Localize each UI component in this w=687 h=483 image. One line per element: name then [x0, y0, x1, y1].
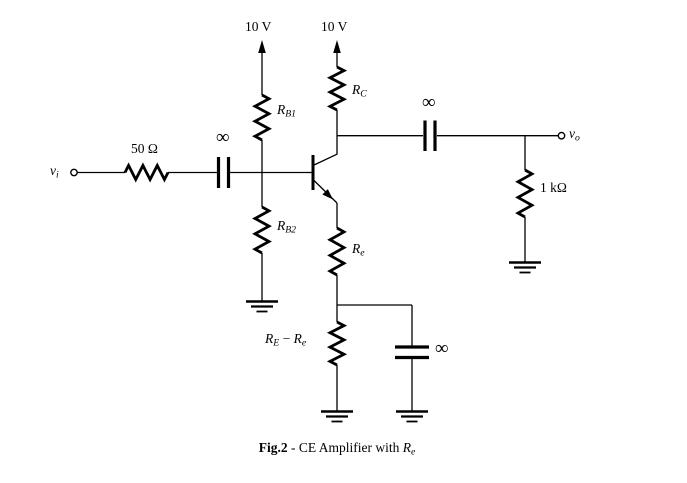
- npn-transistor: [311, 153, 338, 204]
- vcc-arrow-left: [258, 40, 266, 53]
- label-vo: vo: [569, 126, 580, 144]
- transistor-emitter-lead: [312, 179, 338, 204]
- label-rb1: RB1: [277, 102, 297, 120]
- label-re: Re: [352, 241, 365, 259]
- figure-caption: Fig.2 - CE Amplifier with Re: [258, 440, 416, 458]
- label-rb2: RB2: [277, 218, 297, 236]
- label-rc: RC: [352, 82, 367, 100]
- ground-load: [509, 261, 541, 274]
- ground-emitter: [321, 410, 353, 423]
- resistor-load: [515, 168, 535, 219]
- resistor-re: [327, 226, 347, 277]
- label-source-resistor: 50 Ω: [131, 141, 158, 156]
- label-cap-output: ∞: [422, 92, 436, 113]
- label-vi: vi: [50, 163, 59, 181]
- transistor-emitter-arrow: [322, 189, 333, 200]
- resistor-source: [123, 162, 170, 183]
- vcc-arrow-right: [333, 40, 341, 53]
- label-supply-left: 10 V: [245, 19, 272, 34]
- capacitor-input: [216, 157, 231, 188]
- terminal-vo: [557, 131, 566, 140]
- resistor-rb2: [252, 205, 272, 255]
- label-re-remainder: RE − Re: [265, 331, 307, 349]
- ground-bypass: [396, 410, 428, 423]
- capacitor-output: [423, 120, 437, 151]
- terminal-vi: [70, 168, 78, 177]
- resistor-re-remainder: [326, 320, 348, 367]
- resistor-rc: [326, 65, 348, 112]
- transistor-collector-lead: [312, 153, 338, 167]
- resistor-rb1: [252, 93, 272, 142]
- label-cap-input: ∞: [216, 127, 230, 148]
- ground-rb2: [246, 300, 278, 313]
- label-supply-right: 10 V: [321, 19, 348, 34]
- wires: [77, 44, 559, 411]
- label-cap-bypass: ∞: [435, 338, 449, 359]
- label-load-resistor: 1 kΩ: [540, 180, 567, 195]
- capacitor-bypass: [395, 345, 429, 360]
